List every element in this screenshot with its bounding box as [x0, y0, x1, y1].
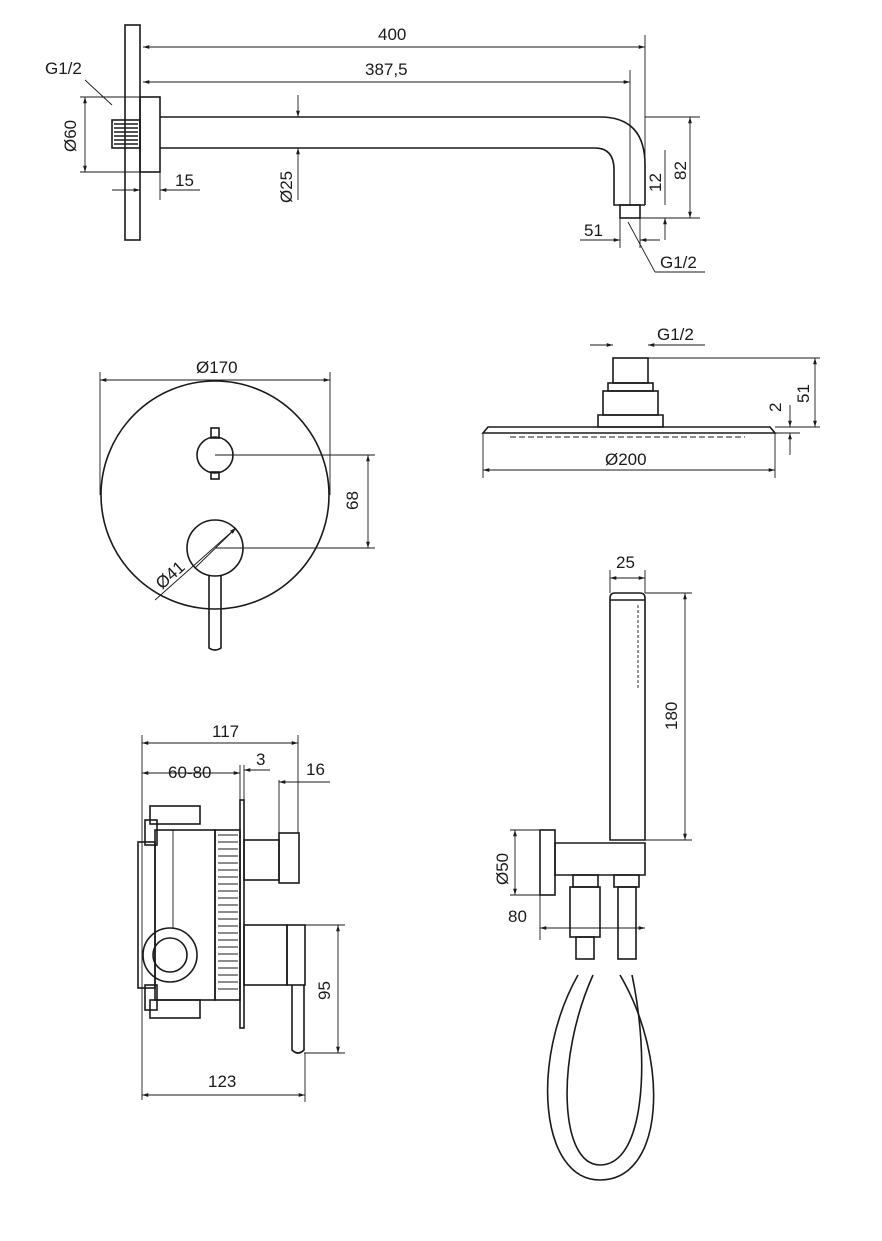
hose-outer [546, 974, 655, 1181]
label-head-thread: G1/2 [657, 325, 694, 344]
dim-line-handle [154, 527, 237, 601]
arm-outer [160, 116, 646, 205]
shower-arm-view: 400 387,5 G1/2 Ø60 15 Ø25 12 82 51 G1/2 [45, 24, 705, 273]
dim-16: 16 [306, 760, 325, 779]
dim-123: 123 [208, 1072, 236, 1091]
knob-notch [210, 471, 220, 480]
shower-head-view: G1/2 2 51 Ø200 [481, 325, 820, 478]
dim-60-80: 60-80 [168, 763, 211, 782]
dim-arm-diameter: Ø25 [277, 171, 296, 203]
mixer-plate-view: Ø170 68 Ø41 [99, 358, 375, 651]
dim-387-5: 387,5 [365, 60, 408, 79]
threaded-sleeve [214, 829, 241, 1001]
dim-68: 68 [343, 491, 362, 510]
hose-inner [566, 974, 643, 1166]
dim-400: 400 [378, 25, 406, 44]
diverter-knob-side [278, 832, 300, 884]
dim-25: 25 [616, 553, 635, 572]
dim-15: 15 [175, 171, 194, 190]
hose-nut [569, 886, 601, 938]
nipple-thread [114, 123, 138, 145]
head-base [597, 414, 664, 428]
head-connector [612, 357, 649, 384]
dim-117: 117 [212, 722, 239, 741]
dim-180: 180 [662, 702, 681, 730]
holder-connector [613, 874, 640, 888]
valve-bracket [144, 819, 158, 846]
label-thread-outlet: G1/2 [660, 253, 697, 272]
dim-plate-diameter: Ø170 [196, 358, 238, 377]
dim-80: 80 [508, 907, 527, 926]
dim-holder-diameter: Ø50 [493, 853, 512, 885]
valve-port [149, 805, 201, 825]
hand-shower-view: 25 180 Ø50 80 [493, 553, 692, 1181]
dim-flange-diameter: Ø60 [61, 120, 80, 152]
valve-bracket [144, 984, 158, 1011]
label-thread-wall: G1/2 [45, 59, 82, 78]
dim-handle-diameter: Ø41 [152, 557, 189, 593]
leader-line [627, 221, 656, 273]
valve-port [149, 999, 201, 1019]
lever-side [291, 985, 305, 1054]
valve-inlet [142, 927, 198, 983]
dim-head-diameter: Ø200 [605, 450, 647, 469]
arm-flange [139, 96, 161, 173]
hose-end [617, 886, 637, 960]
cover-plate [100, 380, 330, 610]
dim-82: 82 [671, 161, 690, 180]
dim-51-outlet: 51 [584, 221, 603, 240]
dim-line-handle [194, 527, 237, 569]
arm-inner [160, 147, 645, 206]
valve-body-view: 117 60-80 3 16 95 123 [137, 722, 345, 1102]
cover-plate-side [239, 799, 245, 1029]
lever-hub-side [286, 924, 306, 986]
hand-shower-body [609, 592, 646, 841]
lever-stem-side [243, 924, 288, 986]
dim-3: 3 [256, 750, 265, 769]
sleeve-thread [218, 834, 238, 990]
holder-body [554, 842, 646, 876]
valve-inlet-inner [152, 937, 188, 973]
dim-51-head: 51 [794, 384, 813, 403]
mixer-lever [208, 576, 222, 651]
holder-wall-plate [539, 829, 556, 896]
wall-nipple [111, 119, 141, 149]
head-nut [602, 390, 659, 416]
dim-2: 2 [766, 403, 785, 412]
dim-95: 95 [315, 981, 334, 1000]
leader-line [84, 79, 113, 106]
diverter-stem-side [243, 839, 280, 881]
head-plate [481, 426, 777, 434]
holder-connector [572, 874, 599, 888]
hose-end [575, 936, 595, 960]
head-collar [607, 382, 654, 392]
outlet-nipple [619, 204, 641, 219]
dim-12: 12 [646, 173, 665, 192]
valve-housing [154, 829, 216, 1001]
knob-notch [210, 427, 220, 439]
valve-back [137, 841, 156, 989]
